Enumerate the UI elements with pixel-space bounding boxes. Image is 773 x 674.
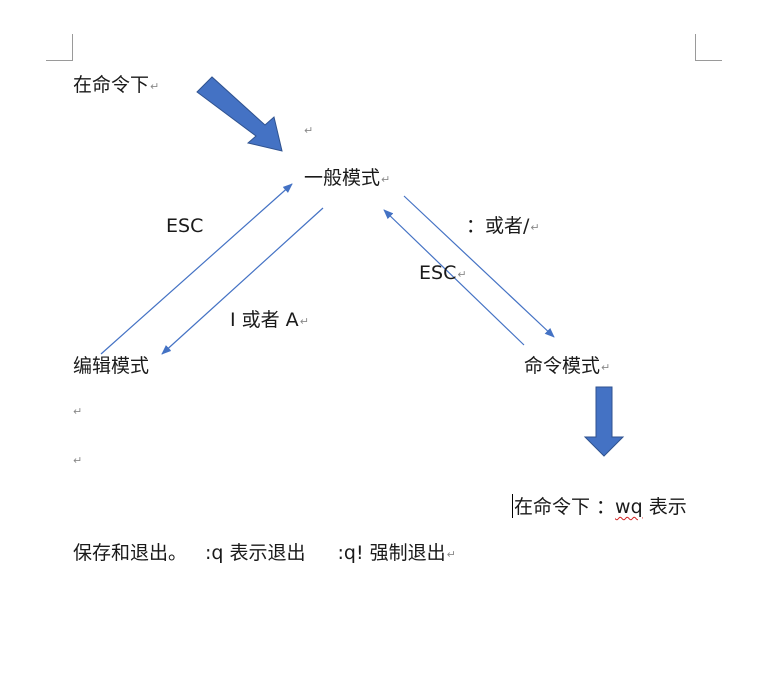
arrow-edit-to-normal — [100, 183, 293, 355]
label-esc-left: ESC — [166, 215, 204, 237]
label-under-command: 在命令下↵ — [73, 74, 160, 96]
block-arrow-down — [583, 386, 625, 457]
text-cursor — [512, 494, 513, 518]
arrow-command-to-normal — [383, 209, 525, 346]
label-command-mode: 命令模式↵ — [524, 355, 611, 377]
arrow-normal-to-command — [403, 195, 555, 338]
label-edit-mode: 编辑模式 — [73, 355, 150, 377]
spellcheck-word: wq — [615, 496, 643, 518]
paragraph-mark: ↵ — [446, 548, 456, 561]
arrow-normal-to-edit — [161, 207, 324, 355]
label-esc-right: ESC↵ — [419, 262, 467, 284]
body-line-1[interactable]: 在命令下 ：wq 表示 — [512, 494, 687, 518]
block-arrow-down-right — [196, 76, 283, 152]
paragraph-mark: ↵ — [73, 405, 83, 418]
paragraph-mark: ↵ — [457, 268, 467, 281]
label-i-or-a: I 或者 A↵ — [230, 309, 309, 331]
body-line-2[interactable]: 保存和退出。:q 表示退出:q! 强制退出↵ — [73, 542, 456, 564]
paragraph-mark: ↵ — [601, 361, 611, 374]
crop-mark-top-left — [46, 34, 73, 61]
paragraph-mark: ↵ — [530, 221, 540, 234]
label-normal-mode: 一般模式↵ — [304, 167, 391, 189]
paragraph-mark: ↵ — [299, 315, 309, 328]
paragraph-mark: ↵ — [304, 124, 314, 137]
label-colon-or-slash: ：或者/↵ — [466, 215, 540, 237]
paragraph-mark: ↵ — [381, 173, 391, 186]
paragraph-mark: ↵ — [73, 454, 83, 467]
paragraph-mark: ↵ — [150, 80, 160, 93]
crop-mark-top-right — [695, 34, 722, 61]
